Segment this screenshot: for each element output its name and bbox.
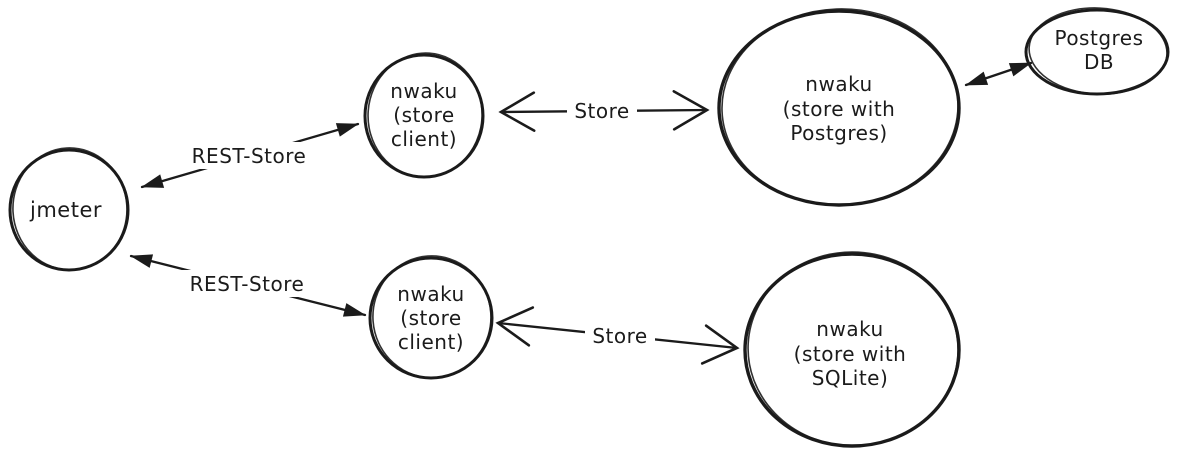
node-store-client-bottom[interactable]: nwaku (store client): [368, 252, 495, 382]
edge-store-top[interactable]: Store: [498, 90, 710, 132]
store-client-bottom-circle-sketch-line: [372, 255, 492, 379]
store-client-bottom-label-line3: client): [398, 330, 464, 354]
store-postgres-circle-sketch-line: [721, 8, 959, 206]
edge-label-background: [183, 142, 315, 169]
edge-label-background: [567, 97, 637, 124]
postgres-db-label-line2: DB: [1084, 50, 1114, 74]
store-postgres-label-line3: Postgres): [790, 121, 887, 145]
node-postgres-db[interactable]: Postgres DB: [1024, 5, 1170, 98]
postgres-db-ellipse-sketch-line: [1028, 7, 1168, 95]
jmeter-label: jmeter: [29, 198, 102, 222]
store-sqlite-label-line3: SQLite): [812, 366, 889, 390]
edge-label-background: [585, 322, 655, 349]
edge-label-store-top: Store: [574, 99, 629, 123]
store-postgres-label-line2: (store with: [783, 97, 896, 121]
store-client-top-circle-sketch-line: [367, 52, 483, 178]
edge-label-rest-store-bottom: REST-Store: [190, 272, 305, 296]
store-sqlite-label-line2: (store with: [794, 342, 907, 366]
store-client-bottom-label-line2: (store: [400, 306, 461, 330]
store-client-bottom-label-line1: nwaku: [397, 282, 464, 306]
node-store-sqlite[interactable]: nwaku (store with SQLite): [743, 247, 963, 452]
store-sqlite-circle-sketch-line: [747, 251, 959, 447]
node-store-postgres[interactable]: nwaku (store with Postgres): [717, 5, 962, 209]
edge-rest-store-bottom[interactable]: REST-Store: [129, 254, 367, 317]
node-store-client-top[interactable]: nwaku (store client): [363, 49, 486, 181]
postgres-db-label-line1: Postgres: [1054, 26, 1143, 50]
jmeter-circle-sketch-line: [12, 147, 128, 271]
store-client-top-label-line3: client): [391, 127, 457, 151]
edge-label-rest-store-top: REST-Store: [192, 144, 307, 168]
store-client-top-label-line2: (store: [393, 103, 454, 127]
edge-label-background: [181, 270, 313, 297]
edge-store-bottom[interactable]: Store: [495, 306, 740, 365]
node-jmeter[interactable]: jmeter: [8, 145, 130, 273]
store-postgres-label-line1: nwaku: [805, 72, 872, 96]
store-client-top-label-line1: nwaku: [390, 79, 457, 103]
edge-label-store-bottom: Store: [592, 324, 647, 348]
edge-postgres-db-link[interactable]: [964, 61, 1033, 87]
double-arrow-filled: [964, 61, 1033, 87]
store-sqlite-label-line1: nwaku: [816, 317, 883, 341]
edge-rest-store-top[interactable]: REST-Store: [140, 122, 360, 189]
